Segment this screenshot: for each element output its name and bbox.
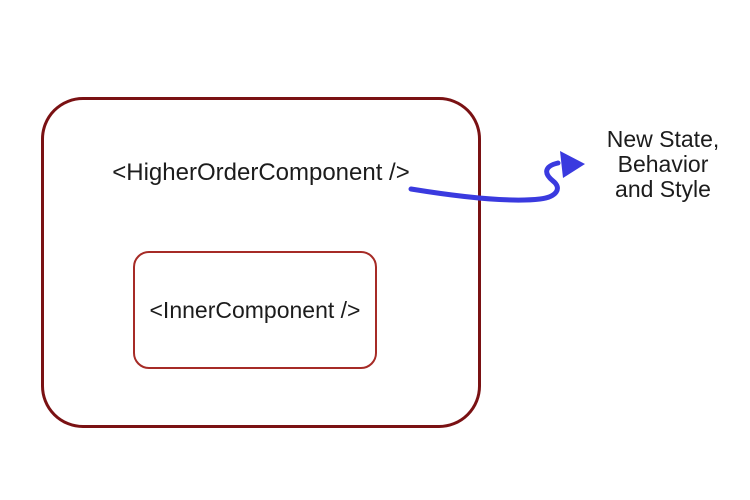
inner-component-box: <InnerComponent /> [133, 251, 377, 369]
higher-order-component-box: <HigherOrderComponent /> <InnerComponent… [41, 97, 481, 428]
curved-arrow-head-icon [560, 151, 585, 178]
annotation-line-2: Behavior [617, 151, 709, 177]
annotation-text: New State, Behavior and Style [588, 127, 738, 202]
higher-order-component-label: <HigherOrderComponent /> [112, 159, 410, 186]
annotation-line-3: and Style [615, 176, 711, 202]
inner-component-label: <InnerComponent /> [149, 296, 361, 323]
annotation-line-1: New State, [606, 126, 720, 152]
